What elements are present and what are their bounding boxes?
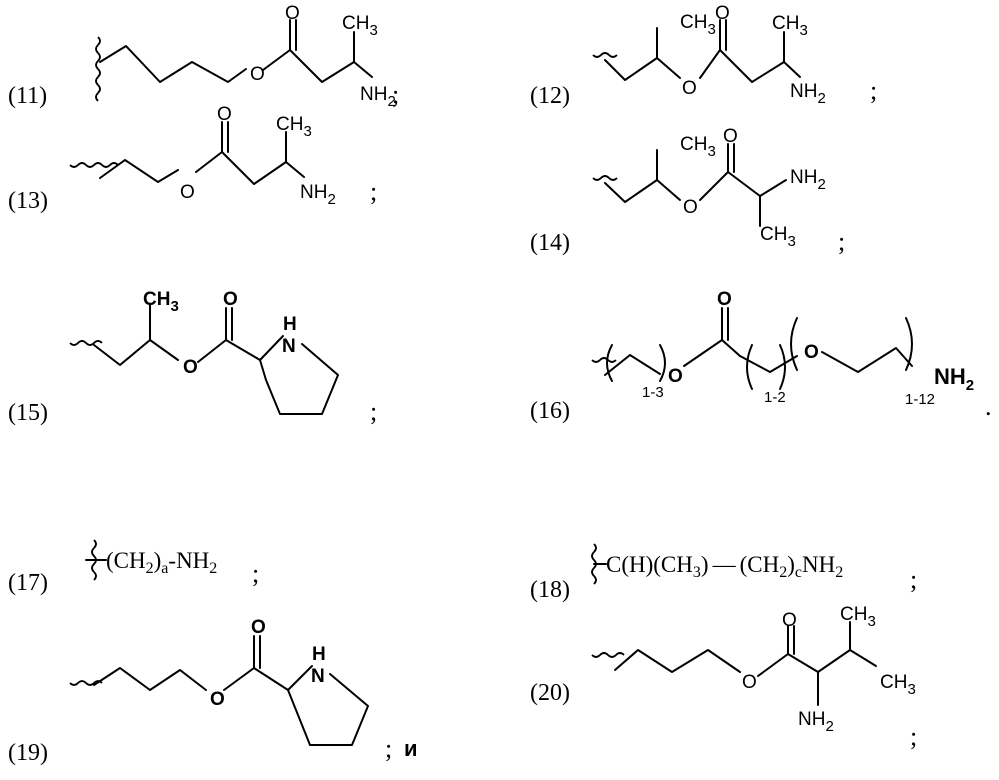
semicolon: ; xyxy=(370,177,377,206)
structure-19: (19) O O H N ; и xyxy=(8,617,418,766)
wavy-bond-icon xyxy=(96,37,100,101)
period: . xyxy=(985,392,992,421)
atom-O: O xyxy=(183,357,198,378)
label-16: (16) xyxy=(530,398,570,424)
atom-O: O xyxy=(804,342,819,363)
wavy-bond-icon xyxy=(592,358,616,362)
atom-CH3: CH3 xyxy=(840,604,876,630)
range-1-12: 1-12 xyxy=(905,391,935,408)
atom-NH2: NH2 xyxy=(934,364,974,394)
atom-O: O xyxy=(223,289,238,310)
structure-15: (15) CH3 O O H N ; xyxy=(8,289,377,426)
atom-H: H xyxy=(312,644,326,665)
atom-O: O xyxy=(217,104,232,125)
atom-NH2: NH2 xyxy=(300,182,336,208)
chain-20 xyxy=(615,650,740,672)
atom-CH3: CH3 xyxy=(880,672,916,698)
atom-O: O xyxy=(717,289,732,310)
semicolon: ; xyxy=(392,80,399,109)
atom-O: O xyxy=(742,672,757,693)
range-1-2: 1-2 xyxy=(764,389,786,406)
structure-16: (16) O O O 1-3 1-2 1-12 NH2 . xyxy=(530,289,992,424)
atom-CH3: CH3 xyxy=(680,12,716,38)
atom-CH3: CH3 xyxy=(680,134,716,160)
atom-CH3: CH3 xyxy=(276,114,312,140)
label-11: (11) xyxy=(8,83,47,109)
structure-12: (12) CH3 O O CH3 NH2 ; xyxy=(530,3,877,109)
bracket-open xyxy=(607,345,612,381)
atom-N: N xyxy=(311,666,325,687)
structure-11: (11) O O CH3 NH2 ; xyxy=(8,3,399,110)
wavy-bond-icon xyxy=(593,53,617,57)
range-1-3: 1-3 xyxy=(642,384,664,401)
label-12: (12) xyxy=(530,83,570,109)
structure-18: (18) C(H)(CH3)—(CH2)cNH2 ; xyxy=(530,544,917,603)
atom-O: O xyxy=(715,3,730,24)
structure-14: (14) CH3 O O NH2 CH3 ; xyxy=(530,126,845,256)
atom-NH2: NH2 xyxy=(790,81,826,107)
semicolon: ; xyxy=(385,734,392,763)
semicolon: ; xyxy=(838,227,845,256)
label-18: (18) xyxy=(530,577,570,603)
label-15: (15) xyxy=(8,400,48,426)
ester-11 xyxy=(263,50,372,82)
label-17: (17) xyxy=(8,570,48,596)
structure-20: (20) O O CH3 CH3 NH2 ; xyxy=(530,604,917,751)
atom-CH3: CH3 xyxy=(772,13,808,39)
label-13: (13) xyxy=(8,188,48,214)
chain-15 xyxy=(94,340,178,365)
atom-O: O xyxy=(180,182,195,203)
wavy-bond-icon xyxy=(70,163,118,167)
wavy-bond-icon xyxy=(70,341,102,345)
wavy-bond-icon xyxy=(592,653,624,657)
atom-NH2: NH2 xyxy=(790,167,826,193)
atom-NH2: NH2 xyxy=(798,709,834,735)
chain-19 xyxy=(94,668,206,690)
formula-18: C(H)(CH3)—(CH2)cNH2 xyxy=(606,552,843,581)
label-19: (19) xyxy=(8,740,48,766)
atom-CH3: CH3 xyxy=(760,224,796,250)
formula-17: (CH2)a-NH2 xyxy=(106,548,217,577)
atom-O: O xyxy=(782,610,797,631)
atom-O: O xyxy=(683,197,698,218)
chain-11 xyxy=(100,46,246,82)
semicolon: ; xyxy=(870,76,877,105)
conjunction-and: и xyxy=(404,736,418,761)
atom-CH3: CH3 xyxy=(342,13,378,39)
atom-O: O xyxy=(250,64,265,85)
atom-O: O xyxy=(251,617,266,638)
pyrrolidine-ring xyxy=(288,666,368,745)
structure-13: (13) O O CH3 NH2 ; xyxy=(8,104,377,214)
atom-O: O xyxy=(210,689,225,710)
atom-O: O xyxy=(682,78,697,99)
atom-NH2: NH2 xyxy=(360,84,396,110)
semicolon: ; xyxy=(252,559,259,588)
atom-CH3: CH3 xyxy=(143,289,179,315)
label-20: (20) xyxy=(530,680,570,706)
semicolon: ; xyxy=(910,565,917,594)
semicolon: ; xyxy=(370,397,377,426)
label-14: (14) xyxy=(530,230,570,256)
structure-17: (17) (CH2)a-NH2 ; xyxy=(8,540,259,596)
wavy-bond-icon xyxy=(593,176,617,180)
chain-12 xyxy=(605,58,680,80)
atom-H: H xyxy=(283,314,297,335)
atom-O: O xyxy=(285,3,300,24)
atom-O: O xyxy=(723,126,738,147)
chain-14 xyxy=(605,180,680,202)
atom-N: N xyxy=(282,336,296,357)
semicolon: ; xyxy=(910,722,917,751)
pyrrolidine-ring xyxy=(260,336,338,414)
atom-O: O xyxy=(668,366,683,387)
